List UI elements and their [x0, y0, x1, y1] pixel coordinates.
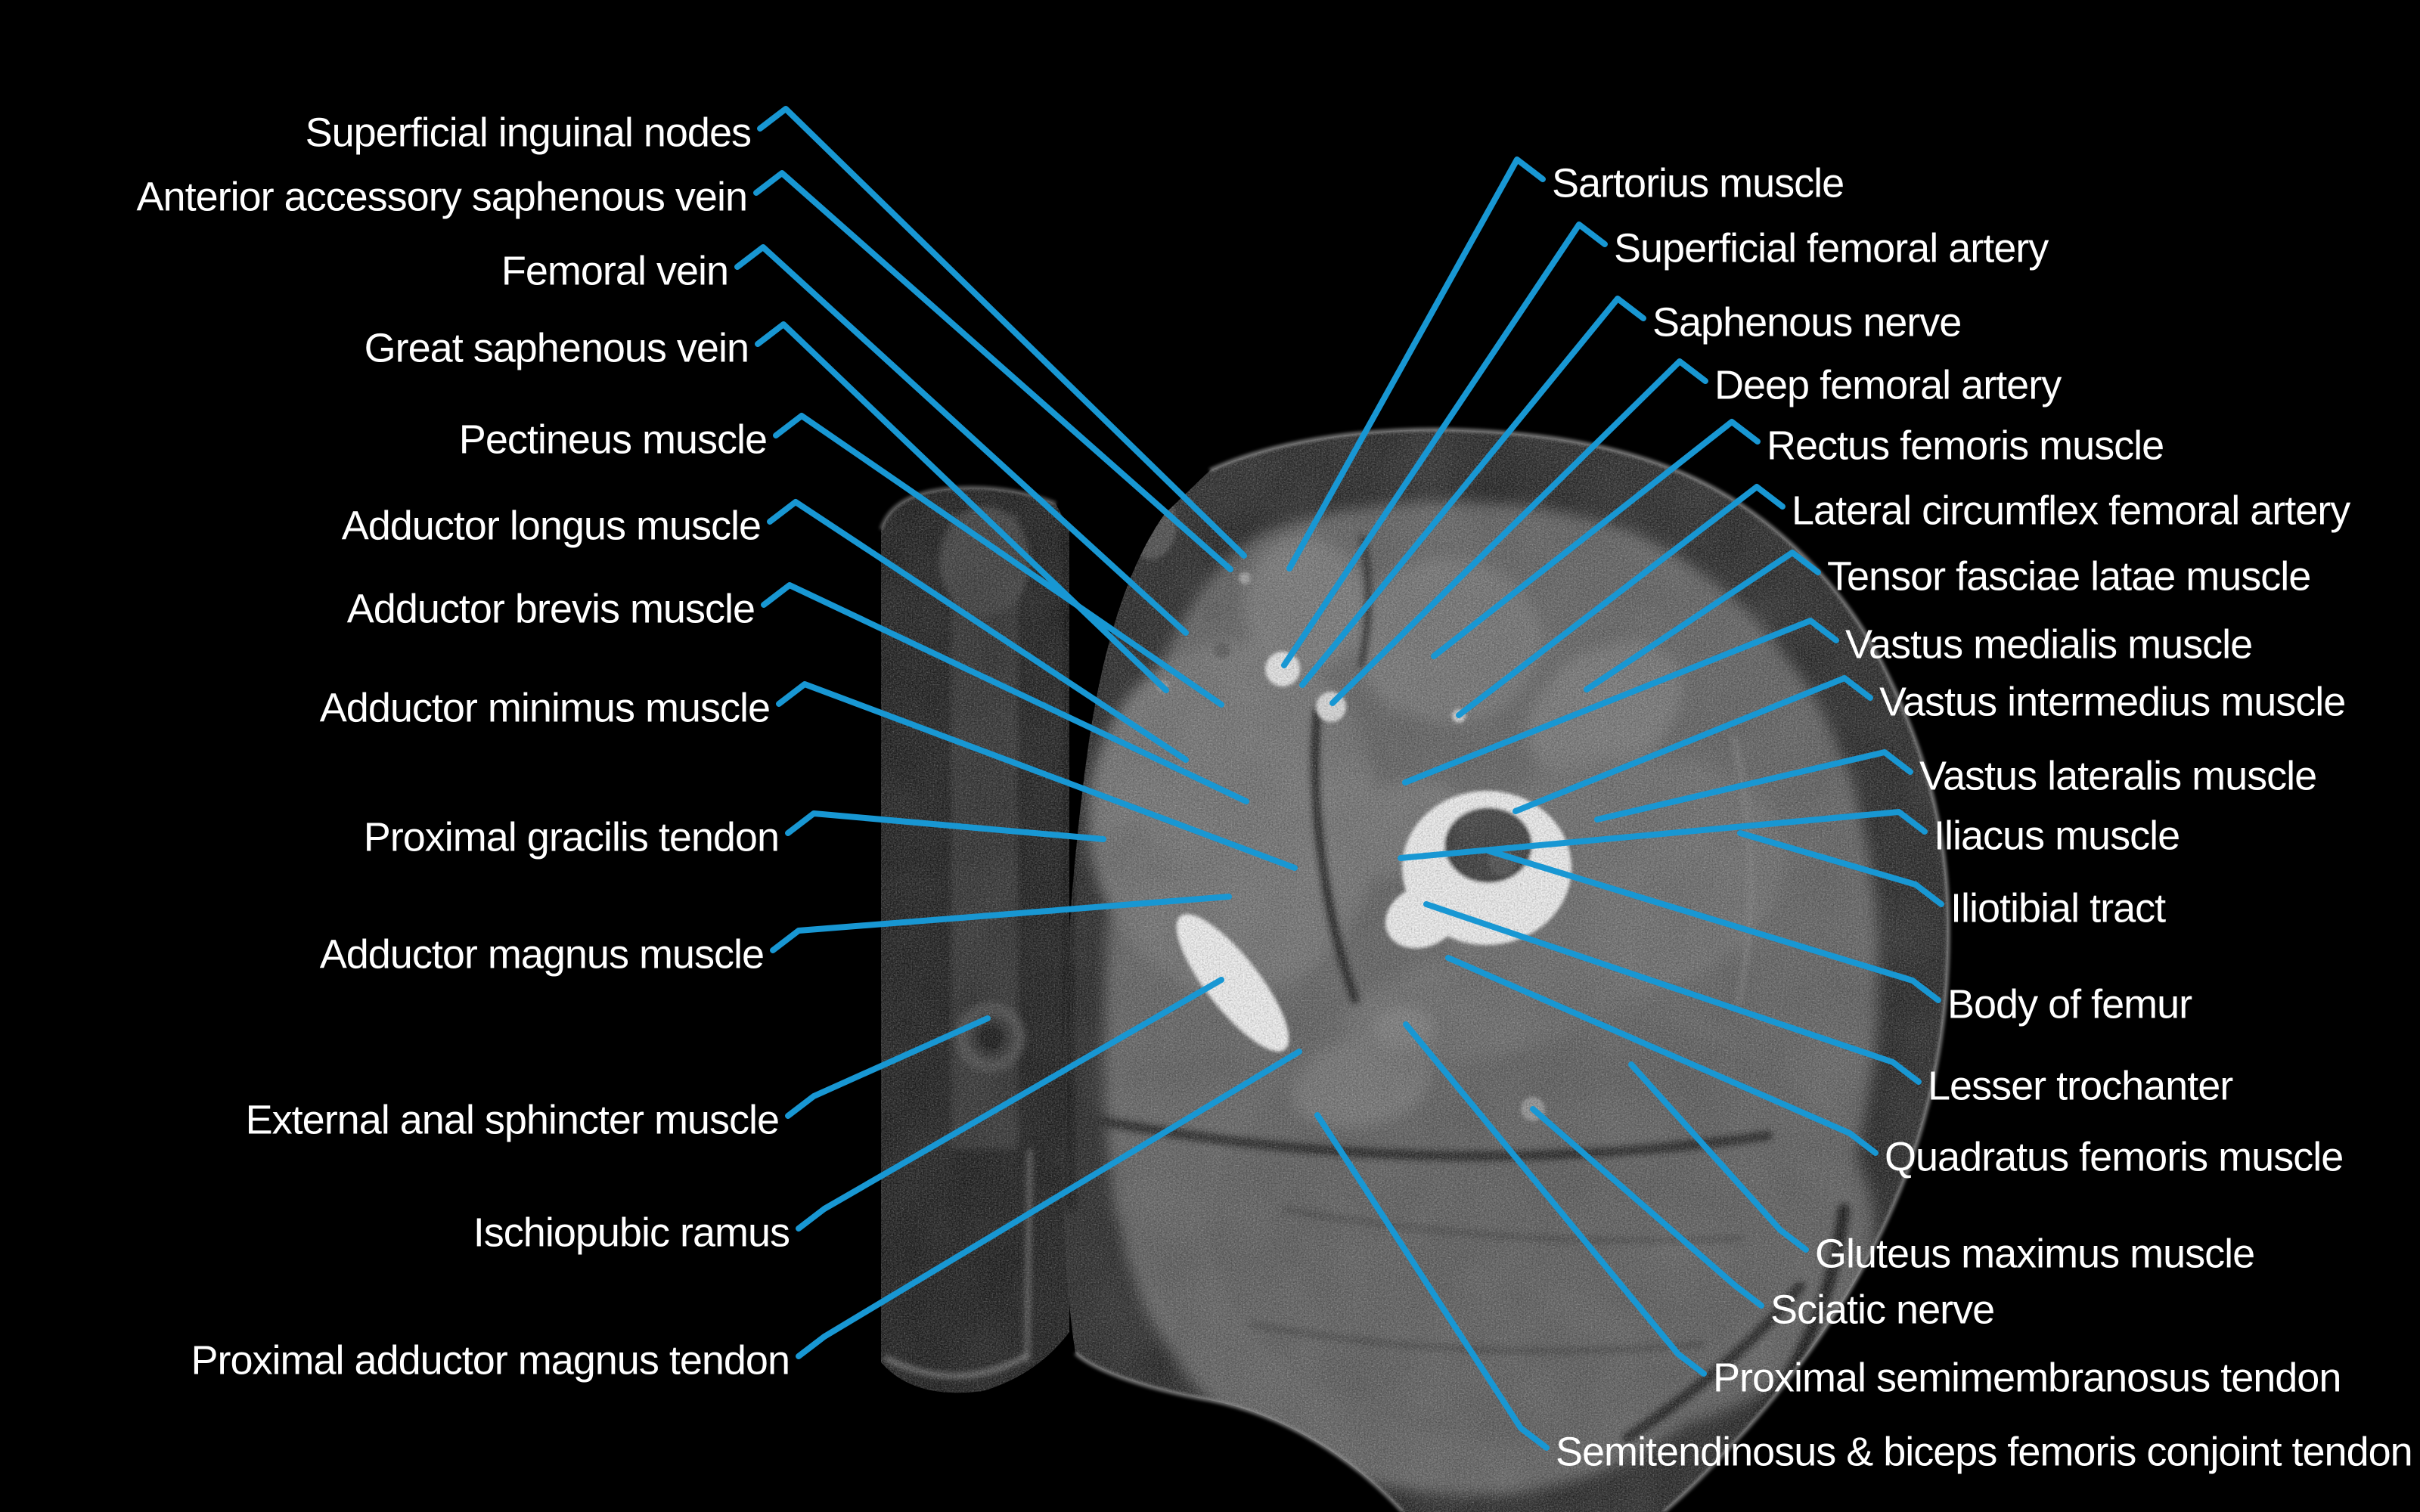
leader-line-lateral-circumflex-femoral-artery	[1456, 484, 1786, 718]
leader-line-tensor-fasciae-latae-muscle	[1584, 550, 1821, 692]
leader-line-deep-femoral-artery	[1329, 358, 1708, 706]
leader-line-body-of-femur	[1485, 847, 1941, 1003]
leader-line-adductor-minimus-muscle	[776, 681, 1298, 871]
ct-scan	[881, 429, 1949, 1512]
leader-line-femoral-vein	[734, 244, 1189, 636]
leader-line-quadratus-femoris-muscle	[1445, 955, 1879, 1156]
leader-line-vastus-intermedius-muscle	[1512, 675, 1873, 814]
leader-line-ischiopubic-ramus	[796, 977, 1224, 1232]
leader-line-iliacus-muscle	[1398, 809, 1928, 861]
leader-lines	[734, 106, 1944, 1451]
leader-line-lesser-trochanter	[1423, 901, 1922, 1085]
leader-line-proximal-adductor-magnus-tendon	[796, 1049, 1302, 1359]
ct-grain-dark	[881, 429, 1949, 1512]
leader-line-adductor-brevis-muscle	[761, 582, 1249, 804]
leader-line-gluteus-maximus-muscle	[1628, 1061, 1809, 1253]
leader-line-vastus-lateralis-muscle	[1594, 749, 1913, 823]
leader-line-great-saphenous-vein	[755, 321, 1169, 693]
leader-line-vastus-medialis-muscle	[1402, 618, 1839, 785]
thigh-skin-outline	[1074, 427, 1950, 1512]
leader-line-saphenous-nerve	[1299, 296, 1646, 688]
leader-line-semitendinosus-biceps-femoris-conjoint-tendon	[1314, 1112, 1550, 1451]
leader-line-sartorius-muscle	[1286, 156, 1546, 572]
leader-line-proximal-semimembranosus-tendon	[1403, 1021, 1707, 1377]
leader-line-anterior-accessory-saphenous-vein	[753, 170, 1233, 572]
leader-line-iliotibial-tract	[1737, 830, 1944, 907]
leader-line-superficial-femoral-artery	[1281, 222, 1608, 668]
leader-line-adductor-longus-muscle	[767, 499, 1189, 763]
leader-line-superficial-inguinal-nodes	[757, 106, 1247, 559]
leader-line-external-anal-sphincter-muscle	[785, 1015, 991, 1119]
leader-line-sciatic-nerve	[1530, 1106, 1764, 1309]
leader-line-adductor-magnus-muscle	[770, 894, 1232, 953]
leader-line-rectus-femoris-muscle	[1431, 419, 1761, 659]
leader-line-pectineus-muscle	[773, 413, 1224, 708]
leader-line-proximal-gracilis-tendon	[785, 810, 1106, 842]
